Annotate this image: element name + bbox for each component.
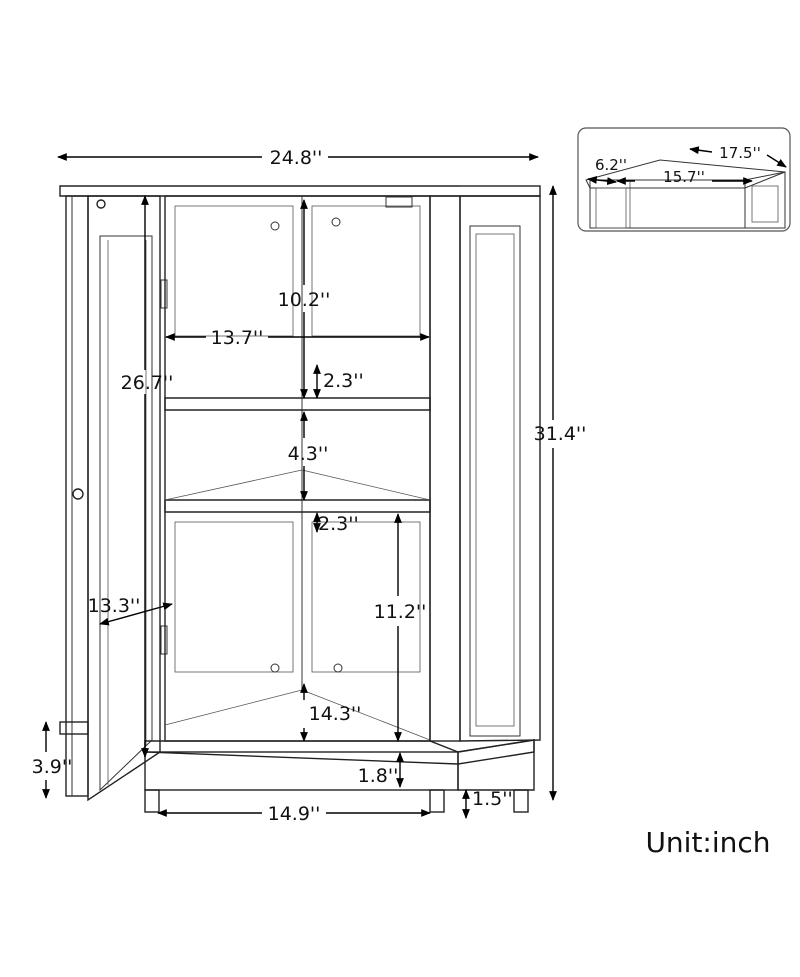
label-leg-height: 1.5'' [472,788,513,810]
screw-icon [270,221,280,231]
label-lower-compartment-height: 11.2'' [374,601,427,623]
unit-label: Unit:inch [645,826,770,859]
hinge-icon [160,625,168,655]
inset-label-angle-side: 6.2'' [595,156,627,174]
label-base-width: 14.9'' [268,803,321,825]
leg [429,789,445,813]
latch-icon [385,196,413,208]
screw-icon [333,663,343,673]
base-plinth [59,721,535,791]
upper-shelf [164,397,431,411]
label-door-height: 26.7'' [121,372,174,394]
dimension-arrows [42,153,557,819]
cabinet-drawing [59,185,541,813]
top-view-inset [577,127,791,232]
leg [144,789,160,813]
middle-shelf [164,469,431,513]
hinge-icon [160,279,168,309]
label-upper-gap: 2.3'' [323,370,364,392]
screw-icon [331,217,341,227]
label-total-height: 31.4'' [534,423,587,445]
label-door-width: 13.3'' [88,595,141,617]
label-upper-shelf-height: 10.2'' [278,289,331,311]
label-lower-gap: 2.3'' [318,513,359,535]
label-bottom-depth: 14.3'' [309,703,362,725]
inset-label-front-width: 15.7'' [663,168,705,186]
screw-icon [270,663,280,673]
inset-label-side-width: 17.5'' [719,144,761,162]
door-knob-icon [72,488,84,500]
label-top-width: 24.8'' [270,147,323,169]
door-latch-icon [96,199,106,209]
label-base-height: 1.8'' [358,765,399,787]
label-middle-shelf-height: 4.3'' [288,443,329,465]
label-shelf-width: 13.7'' [211,327,264,349]
open-door [72,195,168,802]
label-door-bottom-height: 3.9'' [32,756,73,778]
leg [513,789,529,813]
